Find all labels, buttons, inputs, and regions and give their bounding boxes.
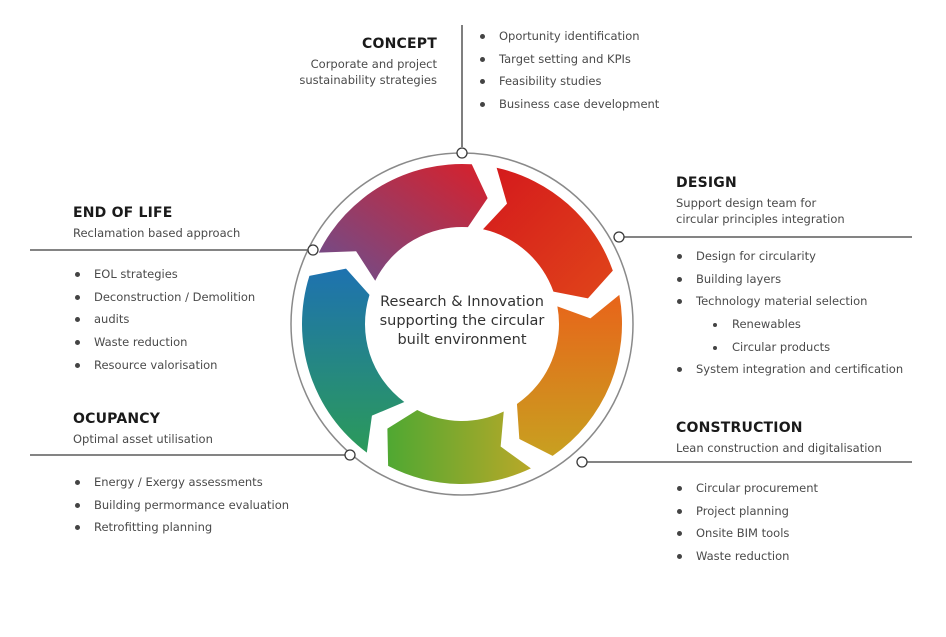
- stage-title: END OF LIFE: [73, 205, 173, 221]
- list-item: EOL strategies: [72, 263, 255, 286]
- stage-title: DESIGN: [676, 175, 737, 191]
- stage-concept-header: CONCEPT Corporate and project sustainabi…: [250, 36, 437, 88]
- subtitle-line: sustainability strategies: [299, 73, 437, 87]
- stage-title: OCUPANCY: [73, 411, 161, 427]
- stage-ocupancy-header: OCUPANCY Optimal asset utilisation: [73, 411, 213, 447]
- segment-design-construction: [516, 294, 622, 456]
- list-item: Oportunity identification: [477, 25, 659, 48]
- list-subitem: Renewables: [674, 313, 903, 336]
- stage-construction-items: Circular procurement Project planning On…: [674, 477, 818, 568]
- list-item: Circular procurement: [674, 477, 818, 500]
- subtitle-line: circular principles integration: [676, 212, 845, 226]
- stage-subtitle: Support design team for circular princip…: [676, 195, 845, 227]
- stage-ocupancy-items: Energy / Exergy assessments Building per…: [72, 471, 289, 539]
- stage-subtitle: Reclamation based approach: [73, 226, 241, 240]
- segment-end-of-life-concept: [318, 164, 488, 281]
- list-item: Building permormance evaluation: [72, 494, 289, 517]
- list-item: Business case development: [477, 93, 659, 116]
- list-item: Waste reduction: [72, 331, 255, 354]
- center-line: supporting the circular: [379, 313, 545, 329]
- stage-design-header: DESIGN Support design team for circular …: [676, 175, 845, 227]
- list-item: Resource valorisation: [72, 354, 255, 377]
- stage-end-of-life-items: EOL strategies Deconstruction / Demoliti…: [72, 263, 255, 376]
- list-item: Retrofitting planning: [72, 516, 289, 539]
- list-item: Design for circularity: [674, 245, 903, 268]
- stage-end-of-life-header: END OF LIFE Reclamation based approach: [73, 205, 240, 241]
- stage-design-items: Design for circularity Building layers T…: [674, 245, 903, 381]
- node-ocupancy: [344, 449, 356, 461]
- list-item: Energy / Exergy assessments: [72, 471, 289, 494]
- segment-ocupancy-end-of-life: [302, 268, 405, 453]
- list-item: Onsite BIM tools: [674, 522, 818, 545]
- list-item: Target setting and KPIs: [477, 48, 659, 71]
- segment-concept-design: [482, 167, 613, 299]
- stage-concept-items: Oportunity identification Target setting…: [477, 25, 659, 116]
- list-item: Building layers: [674, 268, 903, 291]
- list-item: audits: [72, 308, 255, 331]
- node-construction: [576, 456, 588, 468]
- list-item: System integration and certification: [674, 358, 903, 381]
- list-subitem: Circular products: [674, 336, 903, 359]
- list-item: Feasibility studies: [477, 70, 659, 93]
- center-label: Research & Innovation supporting the cir…: [362, 293, 562, 350]
- center-line: Research & Innovation: [380, 294, 544, 310]
- subtitle-line: Support design team for: [676, 196, 817, 210]
- list-item: Waste reduction: [674, 545, 818, 568]
- subtitle-line: Corporate and project: [310, 57, 437, 71]
- node-end-of-life: [307, 244, 319, 256]
- center-line: built environment: [397, 332, 527, 348]
- list-item: Project planning: [674, 500, 818, 523]
- stage-title: CONCEPT: [362, 36, 437, 52]
- stage-construction-header: CONSTRUCTION Lean construction and digit…: [676, 420, 882, 456]
- list-item: Technology material selection: [674, 290, 903, 313]
- stage-title: CONSTRUCTION: [676, 420, 803, 436]
- list-item: Deconstruction / Demolition: [72, 286, 255, 309]
- node-design: [613, 231, 625, 243]
- stage-subtitle: Lean construction and digitalisation: [676, 441, 882, 455]
- stage-subtitle: Corporate and project sustainability str…: [250, 56, 437, 88]
- segment-construction-ocupancy: [387, 410, 531, 484]
- node-concept: [456, 147, 468, 159]
- stage-subtitle: Optimal asset utilisation: [73, 432, 213, 446]
